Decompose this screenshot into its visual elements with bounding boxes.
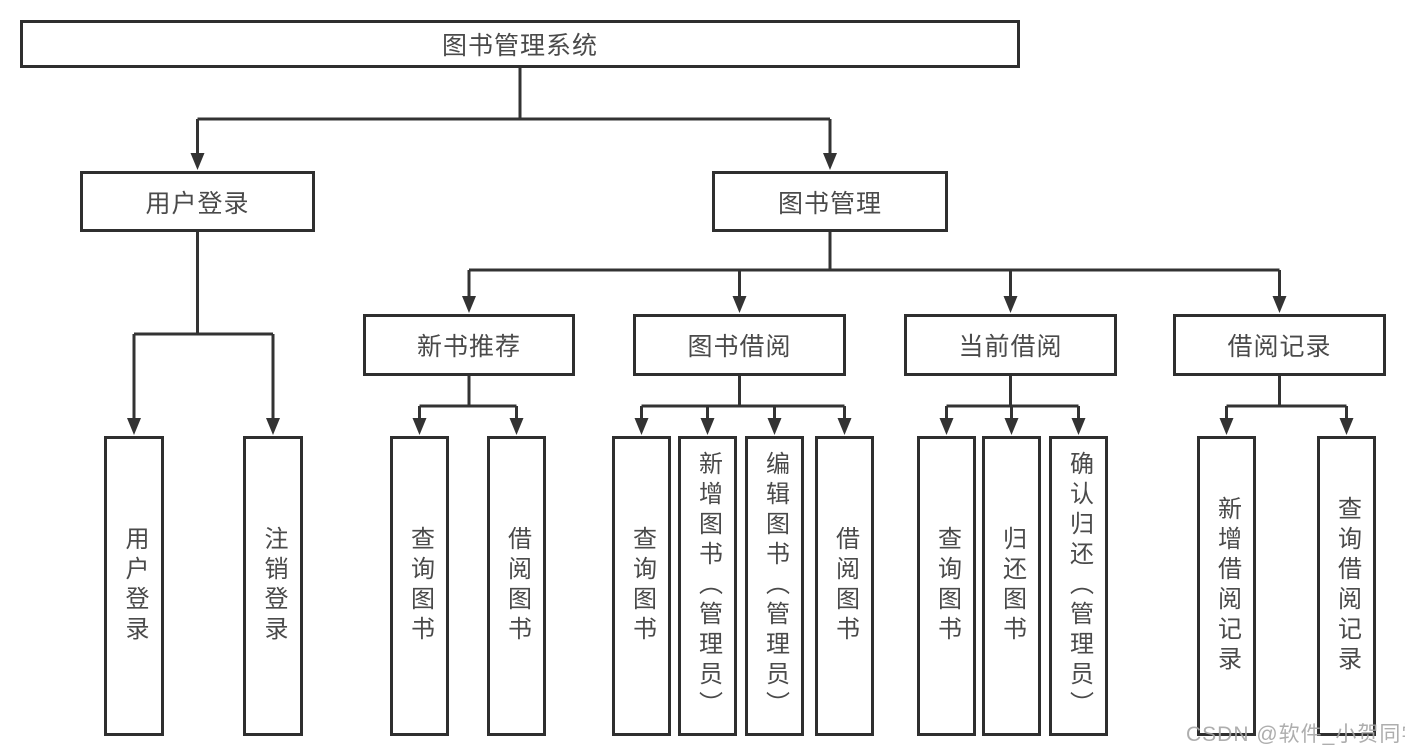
node-root: 图书管理系统 xyxy=(20,20,1020,68)
arrow-down-icon xyxy=(127,418,280,435)
connector-root-to-level2 xyxy=(190,67,837,170)
node-current-borrowing-label: 当前借阅 xyxy=(958,333,1063,361)
leaf-borrow-books-borrow: 借阅图书 xyxy=(815,436,874,736)
leaf-add-borrow-record: 新增借阅记录 xyxy=(1197,436,1256,736)
node-book-management-label: 图书管理 xyxy=(777,189,882,218)
arrow-down-icon xyxy=(462,296,1287,313)
connector-book-mgmt-to-level3 xyxy=(462,232,1287,313)
connector-book-borrow-to-leaves xyxy=(634,376,852,435)
arrow-down-icon xyxy=(190,153,837,170)
node-user-login: 用户登录 xyxy=(80,171,315,232)
arrow-down-icon xyxy=(1219,418,1354,435)
leaf-query-books-current: 查询图书 xyxy=(917,436,976,736)
leaf-query-books-recommend: 查询图书 xyxy=(390,436,449,736)
arrow-down-icon xyxy=(412,418,524,435)
leaf-add-book-admin-label: 新增图书（管理员） xyxy=(694,451,722,721)
connector-line xyxy=(132,232,275,419)
connector-user-login-to-leaves xyxy=(127,232,280,435)
leaf-logout-label: 注销登录 xyxy=(260,526,287,646)
node-user-login-label: 用户登录 xyxy=(145,189,250,218)
leaf-query-books-borrow: 查询图书 xyxy=(612,436,671,736)
leaf-confirm-return-admin: 确认归还（管理员） xyxy=(1049,436,1108,736)
leaf-add-borrow-record-label: 新增借阅记录 xyxy=(1213,496,1241,676)
leaf-query-borrow-record-label: 查询借阅记录 xyxy=(1333,496,1361,676)
connector-line xyxy=(418,376,518,419)
arrow-down-icon xyxy=(939,418,1086,435)
node-borrowing-records-label: 借阅记录 xyxy=(1227,333,1332,361)
connector-line xyxy=(467,232,1281,297)
leaf-return-books: 归还图书 xyxy=(982,436,1041,736)
leaf-user-login-label: 用户登录 xyxy=(121,526,148,646)
arrow-down-icon xyxy=(634,418,852,435)
leaf-edit-book-admin-label: 编辑图书（管理员） xyxy=(761,451,789,721)
leaf-borrow-books-recommend-label: 借阅图书 xyxy=(503,526,531,646)
leaf-query-borrow-record: 查询借阅记录 xyxy=(1317,436,1376,736)
leaf-query-books-borrow-label: 查询图书 xyxy=(628,526,656,646)
connector-line xyxy=(945,376,1080,419)
connector-borrow-record-to-leaves xyxy=(1219,376,1354,435)
leaf-query-books-current-label: 查询图书 xyxy=(933,526,961,646)
leaf-edit-book-admin: 编辑图书（管理员） xyxy=(745,436,804,736)
leaf-borrow-books-borrow-label: 借阅图书 xyxy=(831,526,859,646)
csdn-watermark: CSDN @软件_小贺同学 xyxy=(1186,723,1405,746)
node-root-label: 图书管理系统 xyxy=(441,32,598,60)
leaf-add-book-admin: 新增图书（管理员） xyxy=(678,436,737,736)
connector-line xyxy=(1225,376,1348,419)
leaf-return-books-label: 归还图书 xyxy=(998,526,1026,646)
node-book-borrowing-label: 图书借阅 xyxy=(687,333,792,361)
leaf-query-books-recommend-label: 查询图书 xyxy=(406,526,434,646)
node-book-borrowing: 图书借阅 xyxy=(633,314,846,376)
connector-current-borrow-to-leaves xyxy=(939,376,1086,435)
connector-new-book-to-leaves xyxy=(412,376,524,435)
node-new-book-recommendation: 新书推荐 xyxy=(363,314,575,376)
node-book-management: 图书管理 xyxy=(712,171,948,232)
node-new-book-recommendation-label: 新书推荐 xyxy=(416,333,521,361)
leaf-confirm-return-admin-label: 确认归还（管理员） xyxy=(1065,451,1093,721)
node-borrowing-records: 借阅记录 xyxy=(1173,314,1386,376)
connector-line xyxy=(196,67,832,154)
leaf-user-login: 用户登录 xyxy=(104,436,164,736)
connector-line xyxy=(640,376,846,419)
node-current-borrowing: 当前借阅 xyxy=(904,314,1117,376)
leaf-logout: 注销登录 xyxy=(243,436,303,736)
leaf-borrow-books-recommend: 借阅图书 xyxy=(487,436,546,736)
